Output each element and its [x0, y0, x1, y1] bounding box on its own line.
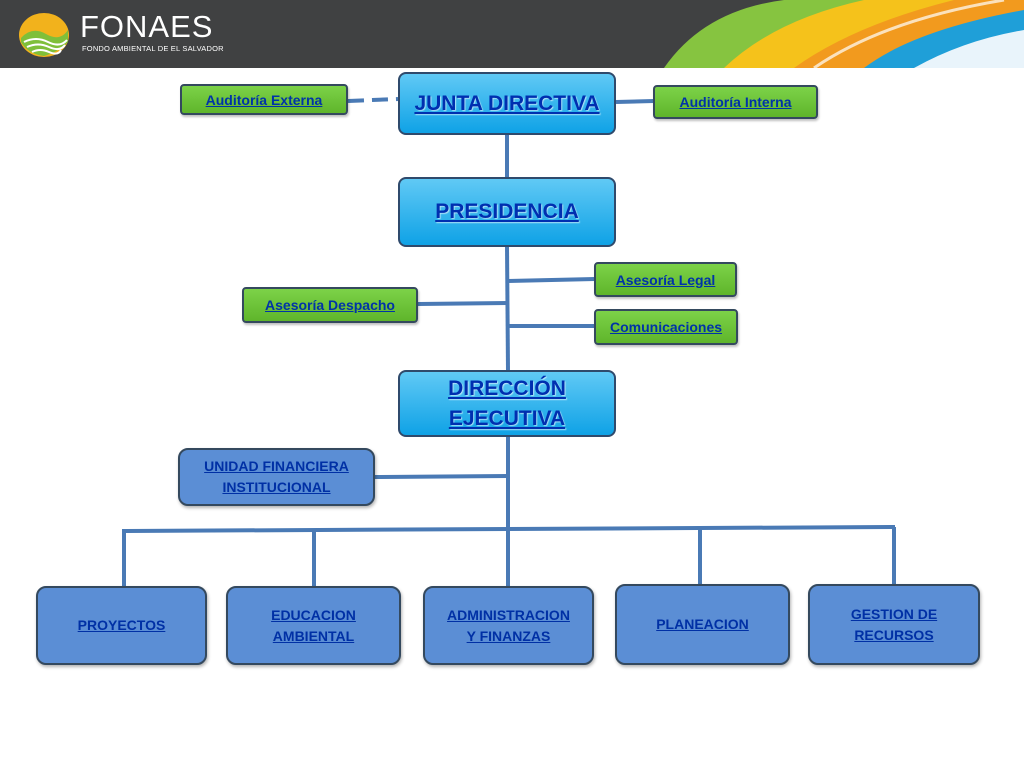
department-gestion-recursos-label: GESTION DE RECURSOS: [850, 605, 938, 643]
auditoria-interna-label: Auditoría Interna: [679, 94, 792, 110]
department-proyectos-box[interactable]: PROYECTOS: [36, 586, 207, 665]
department-educacion-ambiental-box[interactable]: EDUCACION AMBIENTAL: [226, 586, 401, 665]
auditoria-externa-label: Auditoría Externa: [205, 91, 323, 108]
department-gestion-recursos-box[interactable]: GESTION DE RECURSOS: [808, 584, 980, 665]
direccion-ejecutiva-box[interactable]: DIRECCIÓN EJECUTIVA: [398, 370, 616, 437]
presidencia-label: PRESIDENCIA: [435, 200, 579, 223]
comunicaciones-box[interactable]: Comunicaciones: [594, 309, 738, 345]
brand-tagline: FONDO AMBIENTAL DE EL SALVADOR: [82, 44, 224, 53]
department-planeacion-label: PLANEACION: [656, 616, 749, 632]
department-educacion-ambiental-label: EDUCACION AMBIENTAL: [271, 606, 356, 644]
unidad-financiera-box[interactable]: UNIDAD FINANCIERA INSTITUCIONAL: [178, 448, 375, 506]
header-bar: FONAES FONDO AMBIENTAL DE EL SALVADOR: [0, 0, 1024, 68]
department-planeacion-box[interactable]: PLANEACION: [615, 584, 790, 665]
asesoria-legal-label: Asesoría Legal: [615, 271, 716, 288]
auditoria-interna-box[interactable]: Auditoría Interna: [653, 85, 818, 119]
presidencia-box[interactable]: PRESIDENCIA: [398, 177, 616, 247]
asesoria-despacho-box[interactable]: Asesoría Despacho: [242, 287, 418, 323]
junta-directiva-label: JUNTA DIRECTIVA: [414, 91, 600, 115]
fonaes-logo-icon: [19, 13, 69, 57]
brand-name: FONAES: [80, 9, 214, 44]
direccion-ejecutiva-label: DIRECCIÓN EJECUTIVA: [448, 376, 566, 430]
department-proyectos-label: PROYECTOS: [77, 617, 166, 633]
junta-directiva-box[interactable]: JUNTA DIRECTIVA: [398, 72, 616, 135]
department-administracion-finanzas-label: ADMINISTRACION Y FINANZAS: [447, 606, 570, 644]
asesoria-legal-box[interactable]: Asesoría Legal: [594, 262, 737, 297]
comunicaciones-label: Comunicaciones: [609, 319, 723, 335]
asesoria-despacho-label: Asesoría Despacho: [265, 297, 395, 313]
decorative-swirl-icon: [664, 0, 1024, 68]
auditoria-externa-box[interactable]: Auditoría Externa: [180, 84, 348, 115]
unidad-financiera-label: UNIDAD FINANCIERA INSTITUCIONAL: [204, 458, 349, 495]
department-administracion-finanzas-box[interactable]: ADMINISTRACION Y FINANZAS: [423, 586, 594, 665]
